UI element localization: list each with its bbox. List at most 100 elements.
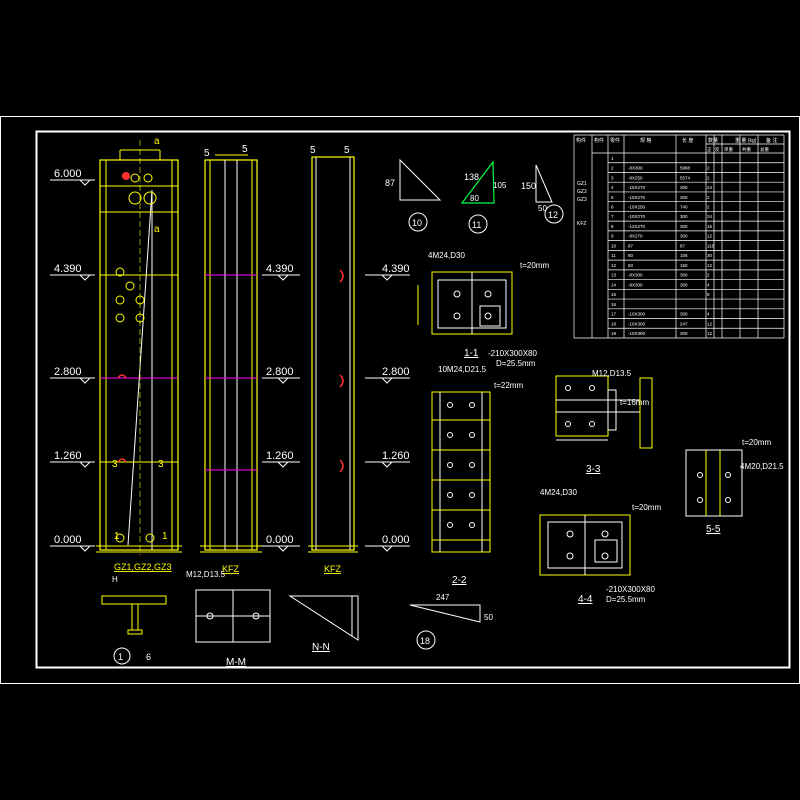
section-4-4 [539, 514, 631, 576]
table-row-7-spec: -12X270 [628, 224, 646, 229]
parts-table-grid [573, 134, 785, 339]
kfz1-top-5a: 5 [204, 148, 210, 159]
elevation-markers-left [50, 179, 95, 552]
s33-bolt: M12,D13.5 [592, 369, 632, 378]
snn-title: N-N [312, 642, 330, 653]
table-row-0-no: 1 [611, 156, 614, 161]
table-row-14-q1: 8 [707, 292, 710, 297]
table-row-8-q1: 12 [707, 234, 713, 239]
table-group-2: GZ3 [577, 197, 587, 203]
table-row-11-q1: 12 [707, 263, 713, 268]
table-row-11-no: 12 [611, 263, 617, 268]
table-row-11-spec: 50 [628, 263, 634, 268]
table-row-18-q1: 12 [707, 331, 713, 336]
smm-bolt: M12,D13.5 [186, 570, 226, 579]
table-header-sub-4: 总重 [760, 146, 769, 152]
table-row-18-no: 19 [611, 331, 617, 336]
table-row-18-len: 300 [680, 331, 688, 336]
section-5-5 [685, 449, 743, 517]
s11-hole: D=25.5mm [496, 359, 536, 368]
column-kfz2-elevation [308, 156, 358, 553]
table-row-4-spec: -10X270 [628, 195, 646, 200]
s11-bolt: 4M24,D30 [428, 251, 465, 260]
s44-title: 4-4 [578, 594, 593, 605]
table-header-sub-3: 共重 [742, 146, 751, 153]
table-row-15-no: 16 [611, 302, 617, 307]
table-row-16-q1: 4 [707, 312, 710, 317]
table-row-8-len: 300 [680, 234, 688, 239]
s22-bolt: 10M24,D21.5 [438, 365, 487, 374]
table-group-0: GZ1 [577, 181, 587, 187]
table-header-10: 备 注 [766, 137, 777, 144]
table-row-16-len: 300 [680, 312, 688, 317]
s11-base: -210X300X80 [488, 349, 537, 358]
table-row-3-q1: 24 [707, 185, 713, 190]
table-row-2-len: 5574 [680, 175, 691, 180]
column-gz-caption: GZ1,GZ2,GZ3 [114, 562, 172, 572]
table-row-10-no: 11 [611, 253, 616, 258]
table-header-0: 构件 [576, 137, 586, 144]
table-row-7-no: 8 [611, 224, 614, 229]
t18-side-b: 50 [484, 613, 493, 622]
table-row-6-len: 300 [680, 214, 688, 219]
s33-plate: t=16mm [620, 398, 649, 407]
s11-title: 1-1 [464, 348, 479, 359]
table-row-3-no: 4 [611, 185, 614, 190]
table-header-5: 数量 [708, 137, 718, 144]
sh-title: 1 [118, 652, 123, 662]
table-row-6-q1: 24 [707, 214, 713, 219]
triangle-part-18 [409, 604, 481, 650]
table-row-7-q1: 16 [707, 224, 713, 229]
mark-a-top: a [154, 136, 160, 147]
table-row-13-q1: 4 [707, 282, 710, 287]
s22-plate: t=22mm [494, 381, 523, 390]
table-row-17-no: 18 [611, 321, 617, 326]
kfz2-top-5c: 5 [310, 145, 316, 156]
t11-side-c: 105 [493, 181, 507, 190]
elev-right-2800: 2.800 [382, 366, 410, 378]
detail-m-m [195, 589, 271, 643]
elevation-markers-mid [262, 274, 300, 552]
detail-n-n [288, 595, 359, 641]
elev-mid-2800: 2.800 [266, 366, 294, 378]
column-kfz1-caption: KFZ [222, 564, 240, 574]
mark-3-right: 3 [158, 459, 164, 470]
elev-left-6000: 6.000 [54, 168, 82, 180]
elev-left-2800: 2.800 [54, 366, 82, 378]
table-header-3: 规 格 [640, 137, 651, 144]
s55-title: 5-5 [706, 524, 721, 535]
t18-side-a: 247 [436, 593, 450, 602]
mark-a-mid: a [154, 224, 160, 235]
sh-sub: H [112, 575, 118, 584]
elev-mid-1260: 1.260 [266, 450, 294, 462]
elevation-markers-right [365, 274, 410, 552]
table-row-9-no: 10 [611, 243, 617, 248]
table-row-12-len: 300 [680, 273, 688, 278]
table-header-7: 重 量 (kg) [735, 137, 757, 144]
s44-hole: D=25.5mm [606, 595, 646, 604]
table-row-8-no: 9 [611, 234, 614, 239]
kfz2-top-5d: 5 [344, 145, 350, 156]
table-row-12-no: 13 [611, 273, 617, 278]
table-row-13-len: 300 [680, 282, 688, 287]
table-row-5-spec: -10X250 [628, 205, 646, 210]
table-header-2: 零件 [610, 137, 620, 144]
table-header-4: 长 度 [682, 137, 693, 144]
section-1-1 [417, 271, 513, 335]
elev-right-4390: 4.390 [382, 263, 410, 275]
table-row-4-q1: 2 [707, 195, 710, 200]
table-row-14-no: 15 [611, 292, 617, 297]
t10-tag: 10 [412, 218, 422, 228]
table-row-1-spec: -8X300 [628, 166, 643, 171]
column-kfz1-elevation [200, 154, 262, 553]
t12-side-a: 150 [521, 181, 536, 191]
table-header-sub-1: 反 [715, 146, 720, 153]
table-row-5-q1: 2 [707, 205, 710, 210]
table-header-1: 构件 [594, 137, 604, 144]
elev-mid-4390: 4.390 [266, 263, 294, 275]
elev-right-1260: 1.260 [382, 450, 410, 462]
triangle-part-10 [399, 158, 442, 232]
mark-3-left: 3 [112, 459, 118, 470]
table-group-3: KFZ [577, 221, 586, 227]
s55-bolt: 4M20,D21.5 [740, 462, 784, 471]
